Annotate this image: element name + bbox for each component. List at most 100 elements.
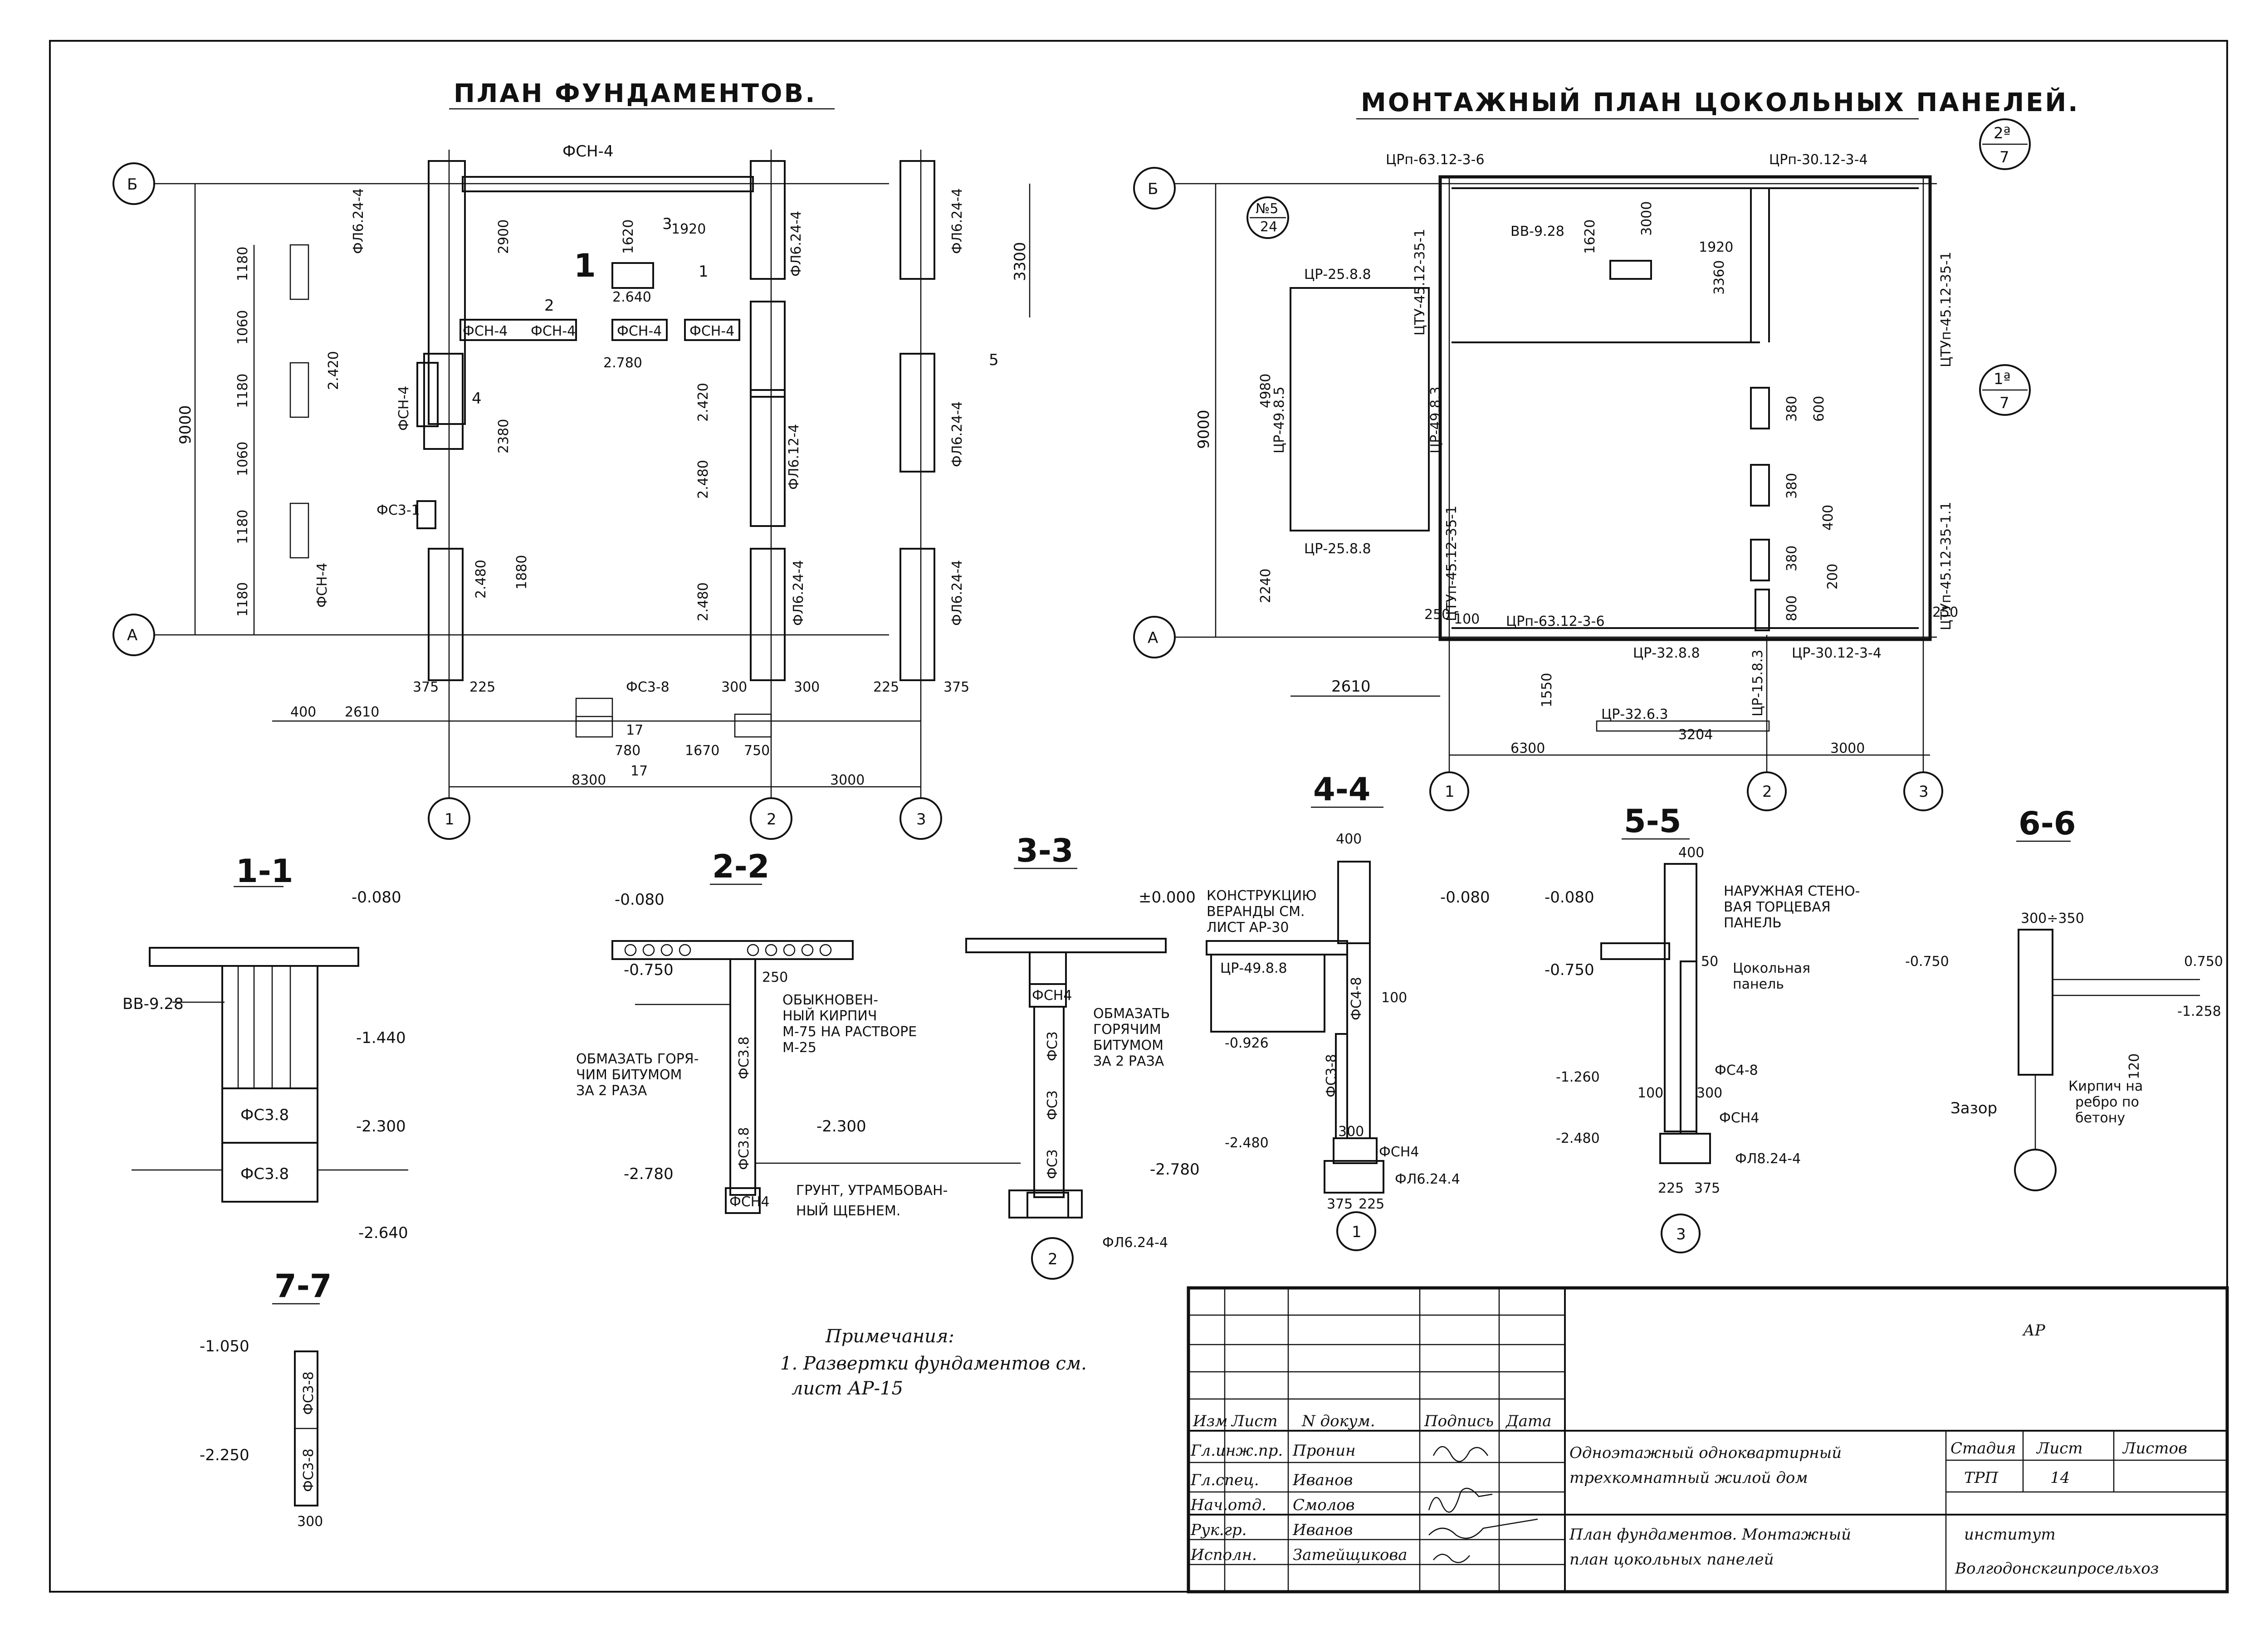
svg-text:ЦРп-63.12-3-6: ЦРп-63.12-3-6 bbox=[1506, 614, 1605, 629]
svg-text:2610: 2610 bbox=[345, 704, 379, 720]
label-fsn-a: ФСН-4 bbox=[463, 323, 508, 339]
svg-text:ФС3.8: ФС3.8 bbox=[736, 1037, 752, 1079]
svg-text:ЦТУп-45.12-35-1: ЦТУп-45.12-35-1 bbox=[1444, 506, 1460, 621]
svg-text:3: 3 bbox=[916, 810, 926, 829]
svg-text:2380: 2380 bbox=[496, 419, 512, 453]
svg-text:2.480: 2.480 bbox=[695, 460, 711, 499]
svg-text:1550: 1550 bbox=[1539, 673, 1555, 707]
svg-text:2.420: 2.420 bbox=[326, 351, 342, 390]
svg-text:17: 17 bbox=[631, 763, 648, 779]
svg-text:КОНСТРУКЦИЮ: КОНСТРУКЦИЮ bbox=[1207, 888, 1317, 904]
svg-text:5-5: 5-5 bbox=[1624, 803, 1681, 840]
axis-3-marker: 3 bbox=[899, 797, 942, 840]
svg-text:±0.000: ±0.000 bbox=[1139, 888, 1196, 907]
svg-text:800: 800 bbox=[1784, 595, 1800, 621]
svg-text:ЦРп-30.12-3-4: ЦРп-30.12-3-4 bbox=[1769, 152, 1868, 168]
svg-text:ЦР-25.8.8: ЦР-25.8.8 bbox=[1304, 541, 1371, 557]
axis-1-marker: 1 bbox=[428, 797, 470, 840]
svg-text:-2.300: -2.300 bbox=[816, 1117, 866, 1136]
svg-text:-1.440: -1.440 bbox=[356, 1029, 406, 1047]
svg-text:2: 2 bbox=[1762, 783, 1772, 801]
label-fsn4-l: ФСН-4 bbox=[396, 386, 412, 431]
svg-text:Цокольная: Цокольная bbox=[1733, 960, 1810, 976]
svg-text:300: 300 bbox=[1696, 1085, 1722, 1101]
svg-text:Стадия: Стадия bbox=[1950, 1439, 2016, 1457]
svg-text:375: 375 bbox=[1327, 1196, 1353, 1212]
svg-text:Смолов: Смолов bbox=[1293, 1496, 1355, 1514]
svg-text:трехкомнатный жилой дом: трехкомнатный жилой дом bbox=[1569, 1469, 1808, 1487]
sheet-frame bbox=[49, 40, 2228, 1593]
foundation-plan-title: ПЛАН ФУНДАМЕНТОВ. bbox=[454, 79, 816, 108]
svg-text:М-75 НА РАСТВОРЕ: М-75 НА РАСТВОРЕ bbox=[782, 1024, 917, 1040]
svg-text:300: 300 bbox=[794, 679, 820, 695]
svg-text:300: 300 bbox=[1338, 1124, 1364, 1140]
dim-3300: 3300 bbox=[1011, 242, 1029, 281]
svg-text:-2.480: -2.480 bbox=[1225, 1135, 1269, 1151]
svg-text:панель: панель bbox=[1733, 976, 1784, 992]
svg-text:ЦР-32.8.8: ЦР-32.8.8 bbox=[1633, 645, 1700, 661]
svg-text:-2.640: -2.640 bbox=[358, 1224, 408, 1242]
svg-text:ФС3: ФС3 bbox=[1045, 1149, 1061, 1179]
svg-text:Лист: Лист bbox=[2036, 1439, 2083, 1457]
section-3-3-axis: 2 bbox=[1031, 1237, 1074, 1280]
label-fl-right-top: ФЛ6.24-4 bbox=[788, 211, 804, 277]
signature-4 bbox=[1433, 1554, 1470, 1563]
label-fsn-c: ФСН-4 bbox=[617, 323, 662, 339]
svg-text:ЦР-49.8.3: ЦР-49.8.3 bbox=[1428, 386, 1444, 453]
svg-text:1620: 1620 bbox=[1582, 219, 1598, 254]
section-3-3: 3-3 ФСН4 ФС3 ФС3 ФС3 ±0.000 -2.780 ОБМАЗ… bbox=[965, 832, 1200, 1280]
svg-text:Дата: Дата bbox=[1505, 1412, 1551, 1430]
svg-text:N докум.: N докум. bbox=[1301, 1412, 1375, 1430]
svg-text:2.780: 2.780 bbox=[603, 355, 642, 371]
svg-text:3: 3 bbox=[1676, 1225, 1686, 1243]
svg-text:400: 400 bbox=[1678, 845, 1704, 861]
svg-text:600: 600 bbox=[1811, 396, 1827, 422]
svg-text:50: 50 bbox=[1701, 954, 1718, 970]
svg-text:ФС4-8: ФС4-8 bbox=[1715, 1063, 1758, 1078]
svg-text:Нач.отд.: Нач.отд. bbox=[1190, 1496, 1266, 1514]
svg-text:ЦТУп-45.12-35-1: ЦТУп-45.12-35-1 bbox=[1938, 252, 1954, 367]
svg-text:ФС3: ФС3 bbox=[1045, 1090, 1061, 1120]
detail-ref-1a: 1ª 7 bbox=[1979, 364, 2031, 416]
svg-text:ТРП: ТРП bbox=[1964, 1469, 1999, 1487]
svg-text:ФЛ8.24-4: ФЛ8.24-4 bbox=[1735, 1151, 1801, 1167]
detail-ref-2a: 2ª 7 bbox=[1979, 118, 2031, 170]
svg-text:НЫЙ ЩЕБНЕМ.: НЫЙ ЩЕБНЕМ. bbox=[796, 1203, 900, 1219]
svg-text:ГОРЯЧИМ: ГОРЯЧИМ bbox=[1093, 1022, 1161, 1038]
cut-marker-1: 1 bbox=[699, 263, 709, 281]
svg-text:3000: 3000 bbox=[830, 772, 865, 788]
foundation-plan: ПЛАН ФУНДАМЕНТОВ. Б А 1 2 3 bbox=[112, 79, 1031, 840]
svg-text:ЦРп-63.12-3-6: ЦРп-63.12-3-6 bbox=[1386, 152, 1485, 168]
section-1-1: 1-1 ФС3.8 ФС3.8 ВВ-9.28 -0.080 -1.440 -2… bbox=[122, 853, 408, 1242]
svg-text:24: 24 bbox=[1260, 219, 1277, 235]
svg-text:-0.080: -0.080 bbox=[1440, 888, 1490, 907]
svg-text:Б: Б bbox=[1148, 180, 1158, 198]
svg-text:ФС3.8: ФС3.8 bbox=[240, 1165, 289, 1183]
axis-b-marker: Б bbox=[112, 162, 155, 205]
svg-text:Затейщикова: Затейщикова bbox=[1293, 1546, 1407, 1564]
svg-text:ЦР-49.8.8: ЦР-49.8.8 bbox=[1220, 960, 1287, 976]
label-fsn-b: ФСН-4 bbox=[531, 323, 576, 339]
svg-text:ОБЫКНОВЕН-: ОБЫКНОВЕН- bbox=[782, 992, 878, 1008]
svg-text:225: 225 bbox=[1658, 1180, 1684, 1196]
axis-a-marker: А bbox=[112, 614, 155, 656]
svg-text:1: 1 bbox=[445, 810, 455, 829]
svg-text:ФС3.8: ФС3.8 bbox=[240, 1106, 289, 1124]
section-7-7: 7-7 ФС3-8 ФС3-8 -1.050 -2.250 300 bbox=[200, 1267, 332, 1530]
svg-text:1670: 1670 bbox=[685, 743, 719, 759]
svg-text:ВВ-9.28: ВВ-9.28 bbox=[1510, 224, 1564, 239]
svg-text:1180: 1180 bbox=[235, 374, 251, 408]
svg-text:ФС4-8: ФС4-8 bbox=[1349, 977, 1364, 1020]
svg-text:ПАНЕЛЬ: ПАНЕЛЬ bbox=[1724, 915, 1782, 931]
svg-text:3: 3 bbox=[1919, 783, 1929, 801]
svg-text:380: 380 bbox=[1784, 473, 1800, 499]
svg-text:7: 7 bbox=[1999, 148, 2009, 166]
cut-marker-3: 3 bbox=[662, 215, 672, 233]
svg-text:1880: 1880 bbox=[514, 555, 530, 590]
svg-text:400: 400 bbox=[1336, 831, 1362, 847]
section-4-4: 4-4 400 ЦР-49.8.8 КОНСТРУКЦИЮ ВЕРАНДЫ СМ… bbox=[1206, 771, 1490, 1251]
signature-3 bbox=[1428, 1518, 1538, 1539]
label-fl12: ФЛ6.12-4 bbox=[786, 424, 802, 490]
svg-text:1. Развертки фундаментов см.: 1. Развертки фундаментов см. bbox=[780, 1353, 1087, 1374]
svg-text:2.480: 2.480 bbox=[695, 582, 711, 621]
